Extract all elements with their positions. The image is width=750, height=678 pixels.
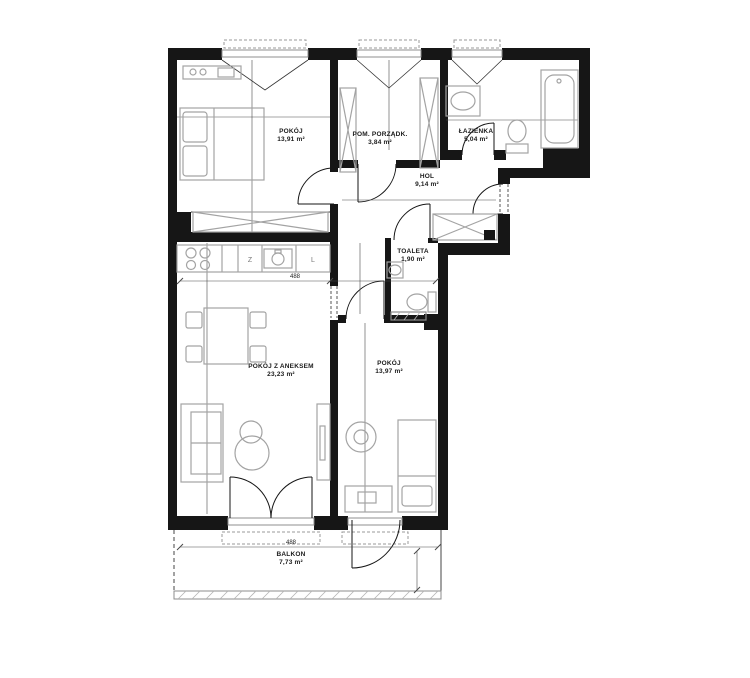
- room-area: 13,91 m²: [277, 136, 305, 144]
- room-name: TOALETA: [397, 248, 429, 255]
- room-name: HOL: [419, 173, 435, 180]
- kitchen-sink: [263, 248, 293, 269]
- room-area: 23,23 m²: [267, 371, 295, 379]
- door-entrance: [472, 183, 509, 215]
- door-toilet: [393, 203, 431, 241]
- window-glazing: [451, 49, 503, 58]
- door-bathroom: [461, 122, 495, 156]
- door-balcony-single: [351, 519, 401, 569]
- toilet-wc: [406, 291, 437, 313]
- room-area: 3,84 m²: [368, 139, 392, 147]
- rug-side-tables: [234, 420, 270, 471]
- outer-walls: [168, 48, 590, 530]
- shelf-top-room: [182, 65, 242, 80]
- window-glazing: [356, 49, 422, 58]
- room-area: 9,14 m²: [415, 181, 439, 189]
- window-sill-boxes: [221, 39, 501, 545]
- room-area: 5,04 m²: [464, 136, 488, 144]
- room-area: 7,73 m²: [279, 559, 303, 567]
- room-label-hol: HOL 9,14 m²: [415, 173, 439, 189]
- room-name: POKÓJ: [279, 128, 303, 135]
- room-name: POM. PORZĄDK.: [352, 131, 408, 138]
- cabinet-utility-right: [419, 77, 439, 169]
- room-label-pom-porzadk: POM. PORZĄDK. 3,84 m²: [353, 131, 408, 147]
- interior-walls: [177, 60, 506, 516]
- room-label-lazienka: ŁAZIENKA 5,04 m²: [459, 128, 493, 144]
- room-area: 1,90 m²: [401, 256, 425, 264]
- door-lower-room: [345, 280, 385, 320]
- washbasin-bathroom: [445, 85, 481, 117]
- door-utility-room: [357, 163, 397, 203]
- bed-top-room: [179, 107, 265, 181]
- passage-opening: [330, 286, 338, 318]
- room-name: ŁAZIENKA: [458, 128, 494, 135]
- door-top-room: [297, 167, 335, 205]
- sofa: [180, 403, 224, 483]
- tv-console: [316, 403, 331, 481]
- fridge-label: L: [311, 257, 315, 264]
- dining-table: [185, 307, 267, 365]
- cabinet-utility-left: [339, 87, 357, 173]
- wardrobe-hall: [432, 213, 498, 241]
- room-label-balkon: BALKON 7,73 m²: [276, 551, 305, 567]
- kitchen-counter: [176, 244, 331, 273]
- balcony-outline: [173, 530, 442, 600]
- wardrobe-top-room: [192, 211, 329, 233]
- room-label-toaleta: TOALETA 1,90 m²: [397, 248, 429, 264]
- door-balcony-double: [229, 476, 313, 519]
- armchair-lower-room: [345, 421, 377, 453]
- dishwasher-label: Z: [248, 257, 253, 264]
- desk-lower-room: [344, 485, 393, 513]
- dimension-labels: 488 488: [286, 274, 301, 546]
- dimension-living-width: 488: [290, 274, 301, 280]
- toilet-shaft-hatch: [390, 311, 427, 321]
- toilet-bathroom: [505, 119, 529, 154]
- dimension-lines: [176, 60, 578, 594]
- room-label-pokoj-2: POKÓJ 13,97 m²: [375, 360, 403, 376]
- room-name: BALKON: [276, 551, 306, 558]
- hob: [185, 247, 211, 271]
- room-area: 13,97 m²: [375, 368, 403, 376]
- window-glazing: [221, 49, 309, 58]
- room-label-pokoj-1: POKÓJ 13,91 m²: [277, 128, 305, 144]
- bed-lower-room: [397, 419, 437, 513]
- room-name: POKÓJ Z ANEKSEM: [248, 363, 314, 370]
- bathtub: [540, 69, 579, 149]
- washbasin-toilet: [386, 261, 404, 279]
- kitchen-appliance-labels: Z L: [248, 257, 315, 264]
- furniture: [176, 65, 579, 513]
- dimension-balcony-width: 488: [286, 540, 297, 546]
- room-name: POKÓJ: [377, 360, 401, 367]
- windows-top: [221, 49, 503, 58]
- door-arcs: [229, 122, 509, 569]
- room-label-pokoj-z-aneksem: POKÓJ Z ANEKSEM 23,23 m²: [248, 363, 314, 379]
